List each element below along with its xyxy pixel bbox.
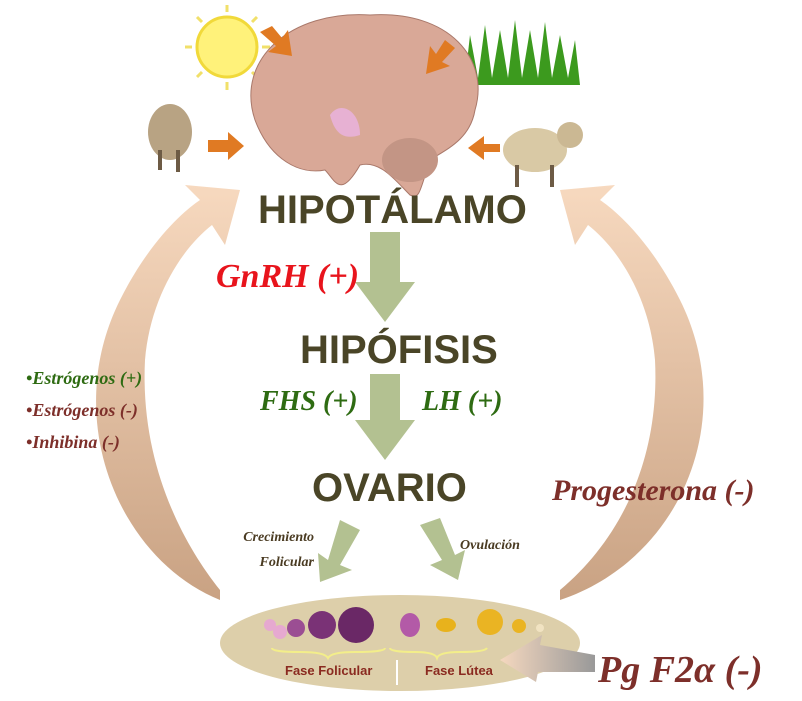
- feedback-text: Estrógenos (+): [32, 368, 143, 388]
- input-arrows: [208, 26, 500, 160]
- arrow-grass: [426, 40, 455, 74]
- hypothalamus-label: HIPOTÁLAMO: [258, 188, 527, 232]
- pituitary-label: HIPÓFISIS: [300, 328, 498, 372]
- cascade-arrows: [318, 232, 465, 582]
- follicular-growth-label: Crecimiento Folicular: [226, 525, 314, 575]
- ram-icon: [503, 122, 583, 187]
- arrow-ram: [468, 136, 500, 160]
- follicular-growth-line2: Folicular: [259, 555, 314, 570]
- arrow-sun: [260, 26, 292, 56]
- arrow-ewe: [208, 132, 244, 160]
- follicular-phase-label: Fase Folicular: [285, 663, 373, 678]
- ewe-icon: [148, 104, 192, 172]
- feedback-left-list: •Estrógenos (+) •Estrógenos (-) •Inhibin…: [26, 362, 142, 458]
- feedback-text: Inhibina (-): [32, 432, 120, 452]
- feedback-item: •Estrógenos (+): [26, 368, 143, 388]
- grass-icon: [465, 20, 580, 85]
- feedback-item: •Estrógenos (-): [26, 400, 138, 420]
- ovarian-cycle-band: [220, 595, 580, 691]
- gnrh-label: GnRH (+): [216, 258, 360, 295]
- lh-label: LH (+): [422, 386, 503, 417]
- feedback-item: •Inhibina (-): [26, 432, 120, 452]
- ovary-label: OVARIO: [312, 466, 467, 510]
- luteal-phase-label: Fase Lútea: [425, 663, 493, 678]
- ovulation-label: Ovulación: [460, 538, 520, 553]
- pgf2a-label: Pg F2α (-): [598, 649, 763, 691]
- pg-arrow: [500, 635, 595, 682]
- progesterone-label: Progesterona (-): [552, 474, 755, 507]
- feedback-arc-right: [560, 185, 704, 600]
- brain-icon: [250, 14, 479, 197]
- follicular-growth-line1: Crecimiento: [243, 530, 314, 545]
- feedback-arc-left: [96, 185, 240, 600]
- feedback-text: Estrógenos (-): [32, 400, 138, 420]
- fsh-label: FHS (+): [260, 386, 358, 417]
